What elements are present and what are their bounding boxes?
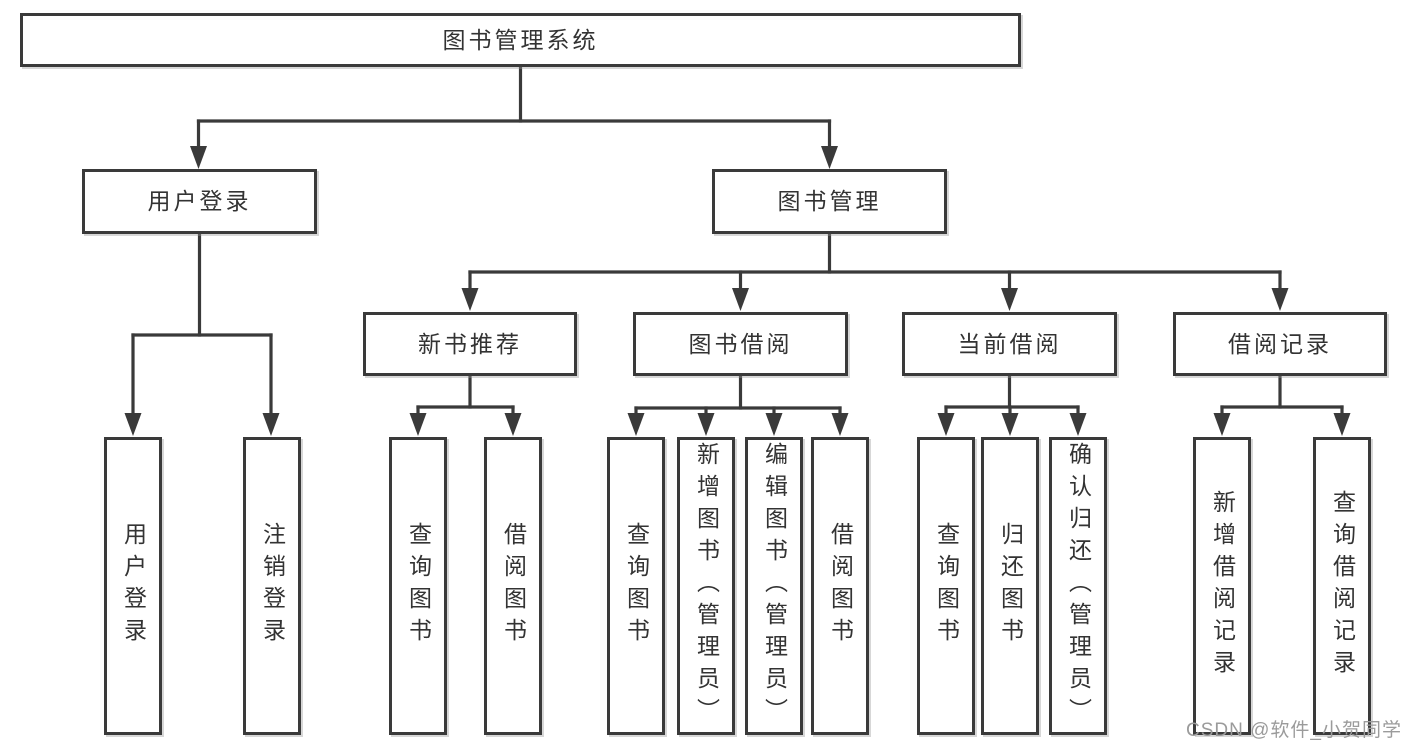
node-user-login-branch: 用户登录 [82,169,317,234]
connector-borrow-records-to-leaves [1213,374,1351,436]
arrowhead-icon [1069,413,1087,436]
node-label: 新书推荐 [418,330,522,357]
node-label: 用户登录 [147,188,252,214]
arrowhead-icon [1213,413,1231,436]
node-label: 图书管理 [777,188,882,214]
node-book-management: 图书管理 [712,169,947,234]
leaf-borrowing-query-books: 查询图书 [607,437,665,735]
node-label: 查询借阅记录 [1329,490,1356,682]
connector-user-login-to-leaves [124,232,280,436]
node-label: 查询图书 [933,522,960,650]
leaf-records-query-borrow-record: 查询借阅记录 [1313,437,1371,735]
arrowhead-icon [821,146,838,169]
node-label: 查询图书 [623,522,650,650]
leaf-borrowing-edit-books-admin: 编辑图书（管理员） [745,437,803,735]
arrowhead-icon [697,413,715,436]
node-label: 图书管理系统 [442,26,599,53]
node-label: 新增借阅记录 [1209,490,1236,682]
arrowhead-icon [627,413,645,436]
arrowhead-icon [124,413,142,436]
arrowhead-icon [1001,413,1019,436]
connector-root-to-level1 [190,65,838,169]
leaf-borrowing-borrow-books: 借阅图书 [811,437,869,735]
node-label: 查询图书 [405,522,432,650]
node-book-borrowing: 图书借阅 [633,312,848,376]
node-label: 借阅图书 [827,522,854,650]
leaf-user-login: 用户登录 [104,437,162,735]
node-label: 归还图书 [997,522,1024,650]
node-label: 新增图书（管理员） [693,442,720,730]
node-borrow-records: 借阅记录 [1173,312,1387,376]
connector-new-book-to-leaves [409,374,522,436]
arrowhead-icon [937,413,955,436]
node-current-borrowing: 当前借阅 [902,312,1117,376]
arrowhead-icon [831,413,849,436]
node-label: 当前借阅 [957,330,1062,357]
leaf-newrec-borrow-books: 借阅图书 [484,437,542,735]
arrowhead-icon [1333,413,1351,436]
node-label: 注销登录 [259,522,286,650]
arrowhead-icon [732,288,749,311]
arrowhead-icon [1001,288,1018,311]
connector-current-borrowing-to-leaves [937,375,1087,436]
leaf-logout: 注销登录 [243,437,301,735]
arrowhead-icon [190,146,207,169]
connector-book-borrowing-to-leaves [627,375,849,436]
node-label: 编辑图书（管理员） [761,442,788,730]
node-label: 借阅图书 [500,522,527,650]
leaf-borrowing-add-books-admin: 新增图书（管理员） [677,437,735,735]
arrowhead-icon [504,413,522,436]
arrowhead-icon [765,413,783,436]
node-label: 确认归还（管理员） [1065,442,1092,730]
node-label: 借阅记录 [1228,330,1332,357]
node-label: 图书借阅 [688,330,793,357]
leaf-current-return-books: 归还图书 [981,437,1039,735]
arrowhead-icon [461,288,479,311]
node-label: 用户登录 [120,522,147,650]
leaf-current-confirm-return-admin: 确认归还（管理员） [1049,437,1107,735]
csdn-watermark: CSDN @软件_小贺同学 [1186,720,1402,741]
leaf-records-add-borrow-record: 新增借阅记录 [1193,437,1251,735]
node-library-management-system: 图书管理系统 [20,13,1021,67]
arrowhead-icon [1271,288,1289,311]
arrowhead-icon [409,413,427,436]
leaf-current-query-books: 查询图书 [917,437,975,735]
arrowhead-icon [262,413,280,436]
connector-book-management-to-level2 [461,232,1289,311]
node-new-book-recommendation: 新书推荐 [363,312,577,376]
leaf-newrec-query-books: 查询图书 [389,437,447,735]
